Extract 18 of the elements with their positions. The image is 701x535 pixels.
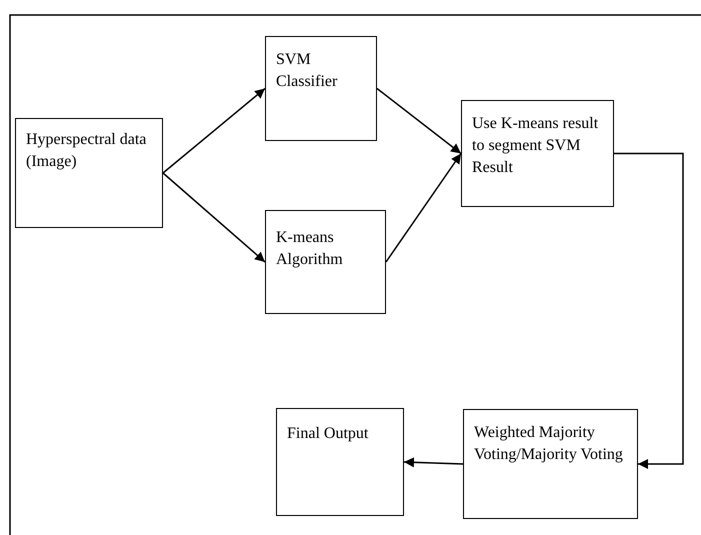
arrow [404,457,464,468]
process-box [15,118,163,228]
process-box [461,100,614,207]
process-box [276,408,404,516]
box-label: Use K-means result to segment SVM Result [472,114,600,178]
arrow [162,172,266,263]
process-box [265,210,386,314]
process-box [463,409,638,519]
box-label: Weighted Majority Voting/Majority Voting [474,423,624,465]
box-label: K-means Algorithm [276,228,344,270]
arrow [376,88,462,154]
box-label: Hyperspectral data (Image) [26,130,148,172]
arrow [385,153,462,262]
arrow [162,88,266,174]
process-box [265,36,377,141]
box-label: SVM Classifier [276,50,338,92]
arrow [614,152,684,469]
box-label: Final Output [287,424,368,444]
